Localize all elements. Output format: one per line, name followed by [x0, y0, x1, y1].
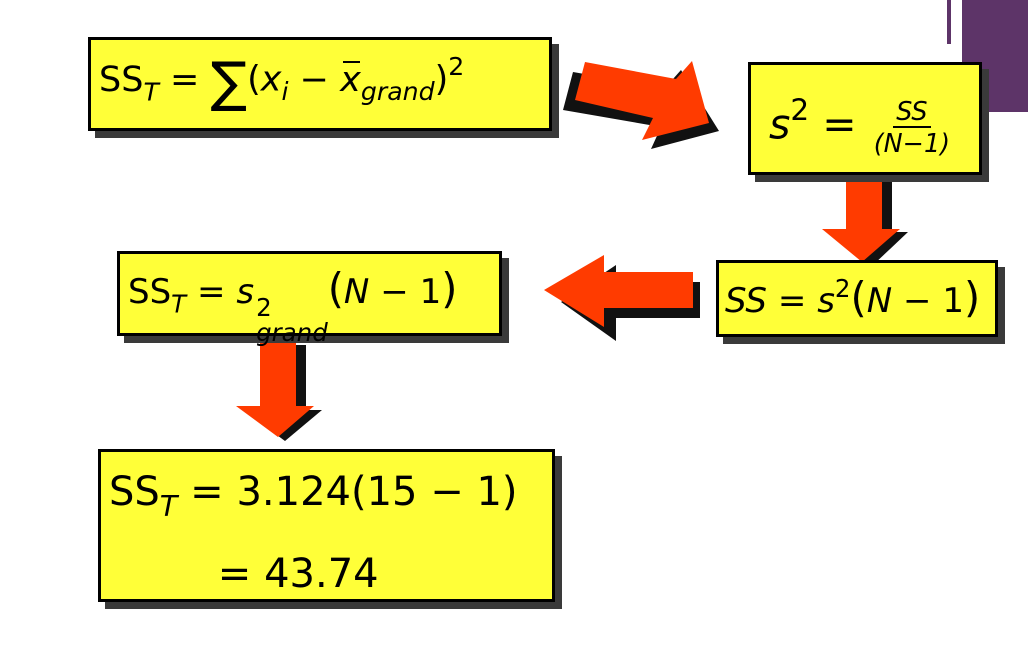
- ss-text: SS: [128, 272, 172, 312]
- i-subscript: i: [281, 77, 289, 107]
- ss-text: SS: [99, 59, 144, 100]
- s-variable: s: [236, 272, 255, 312]
- n-minus-one-value: (15 − 1): [351, 469, 518, 515]
- arrow-box2-to-box3: [822, 178, 908, 266]
- result-value: 43.74: [264, 550, 379, 597]
- open-paren: (: [327, 264, 344, 313]
- summation-symbol: ∑: [210, 50, 248, 114]
- arrow-box4-to-box5: [236, 342, 322, 441]
- formula-variance: s2 = SS(N−1): [748, 62, 982, 175]
- n-variable: N: [866, 281, 893, 321]
- n-variable: N: [343, 272, 370, 312]
- equals-sign: =: [217, 550, 252, 597]
- t-subscript: T: [143, 77, 159, 107]
- minus-sign: −: [380, 272, 409, 312]
- minus-sign: −: [299, 59, 329, 100]
- one-digit: 1: [942, 281, 965, 321]
- variance-value: 3.124: [236, 469, 351, 515]
- close-paren: ): [434, 59, 449, 100]
- exponent: 2: [448, 52, 465, 81]
- equals-sign: =: [190, 469, 224, 515]
- grand-subscript: grand: [256, 317, 328, 347]
- minus-sign: −: [903, 281, 932, 321]
- exponent: 2: [790, 93, 810, 127]
- s-variable: s: [769, 100, 791, 149]
- equals-sign: =: [170, 59, 200, 100]
- close-paren: ): [441, 264, 458, 313]
- slide-accent-line: [947, 0, 951, 44]
- close-paren: ): [964, 273, 981, 322]
- ss-text: SS: [109, 469, 160, 515]
- formula-ss-from-variance: SS=s2(N−1): [716, 260, 998, 337]
- equals-sign: =: [777, 281, 807, 321]
- exponent: 2: [834, 273, 851, 303]
- ss-text: SS: [725, 281, 767, 321]
- t-subscript: T: [171, 289, 187, 319]
- open-paren: (: [247, 59, 261, 100]
- equals-sign: =: [197, 272, 226, 312]
- grand-subscript: grand: [360, 77, 435, 107]
- equals-sign: =: [822, 100, 857, 149]
- result-line-1: SST = 3.124(15 − 1): [109, 458, 552, 540]
- one-digit: 1: [419, 272, 442, 312]
- open-paren: (: [850, 273, 867, 322]
- t-subscript: T: [159, 488, 178, 523]
- x-bar-variable: x: [340, 59, 361, 100]
- result-line-2: = 43.74: [109, 540, 552, 608]
- fraction-denominator: (N−1): [873, 128, 951, 159]
- x-variable: x: [260, 59, 282, 100]
- arrow-box1-to-box2: [563, 61, 719, 149]
- formula-sst-definition: SST=∑(xi−xgrand)2: [88, 37, 552, 131]
- fraction: SS(N−1): [873, 97, 951, 159]
- fraction-numerator: SS: [893, 97, 931, 129]
- exponent: 2: [256, 293, 272, 323]
- sst-symbol: SST: [99, 59, 159, 107]
- formula-sst-result: SST = 3.124(15 − 1) = 43.74: [98, 449, 555, 602]
- s-variable: s: [817, 281, 835, 321]
- arrow-box3-to-box4: [544, 255, 700, 341]
